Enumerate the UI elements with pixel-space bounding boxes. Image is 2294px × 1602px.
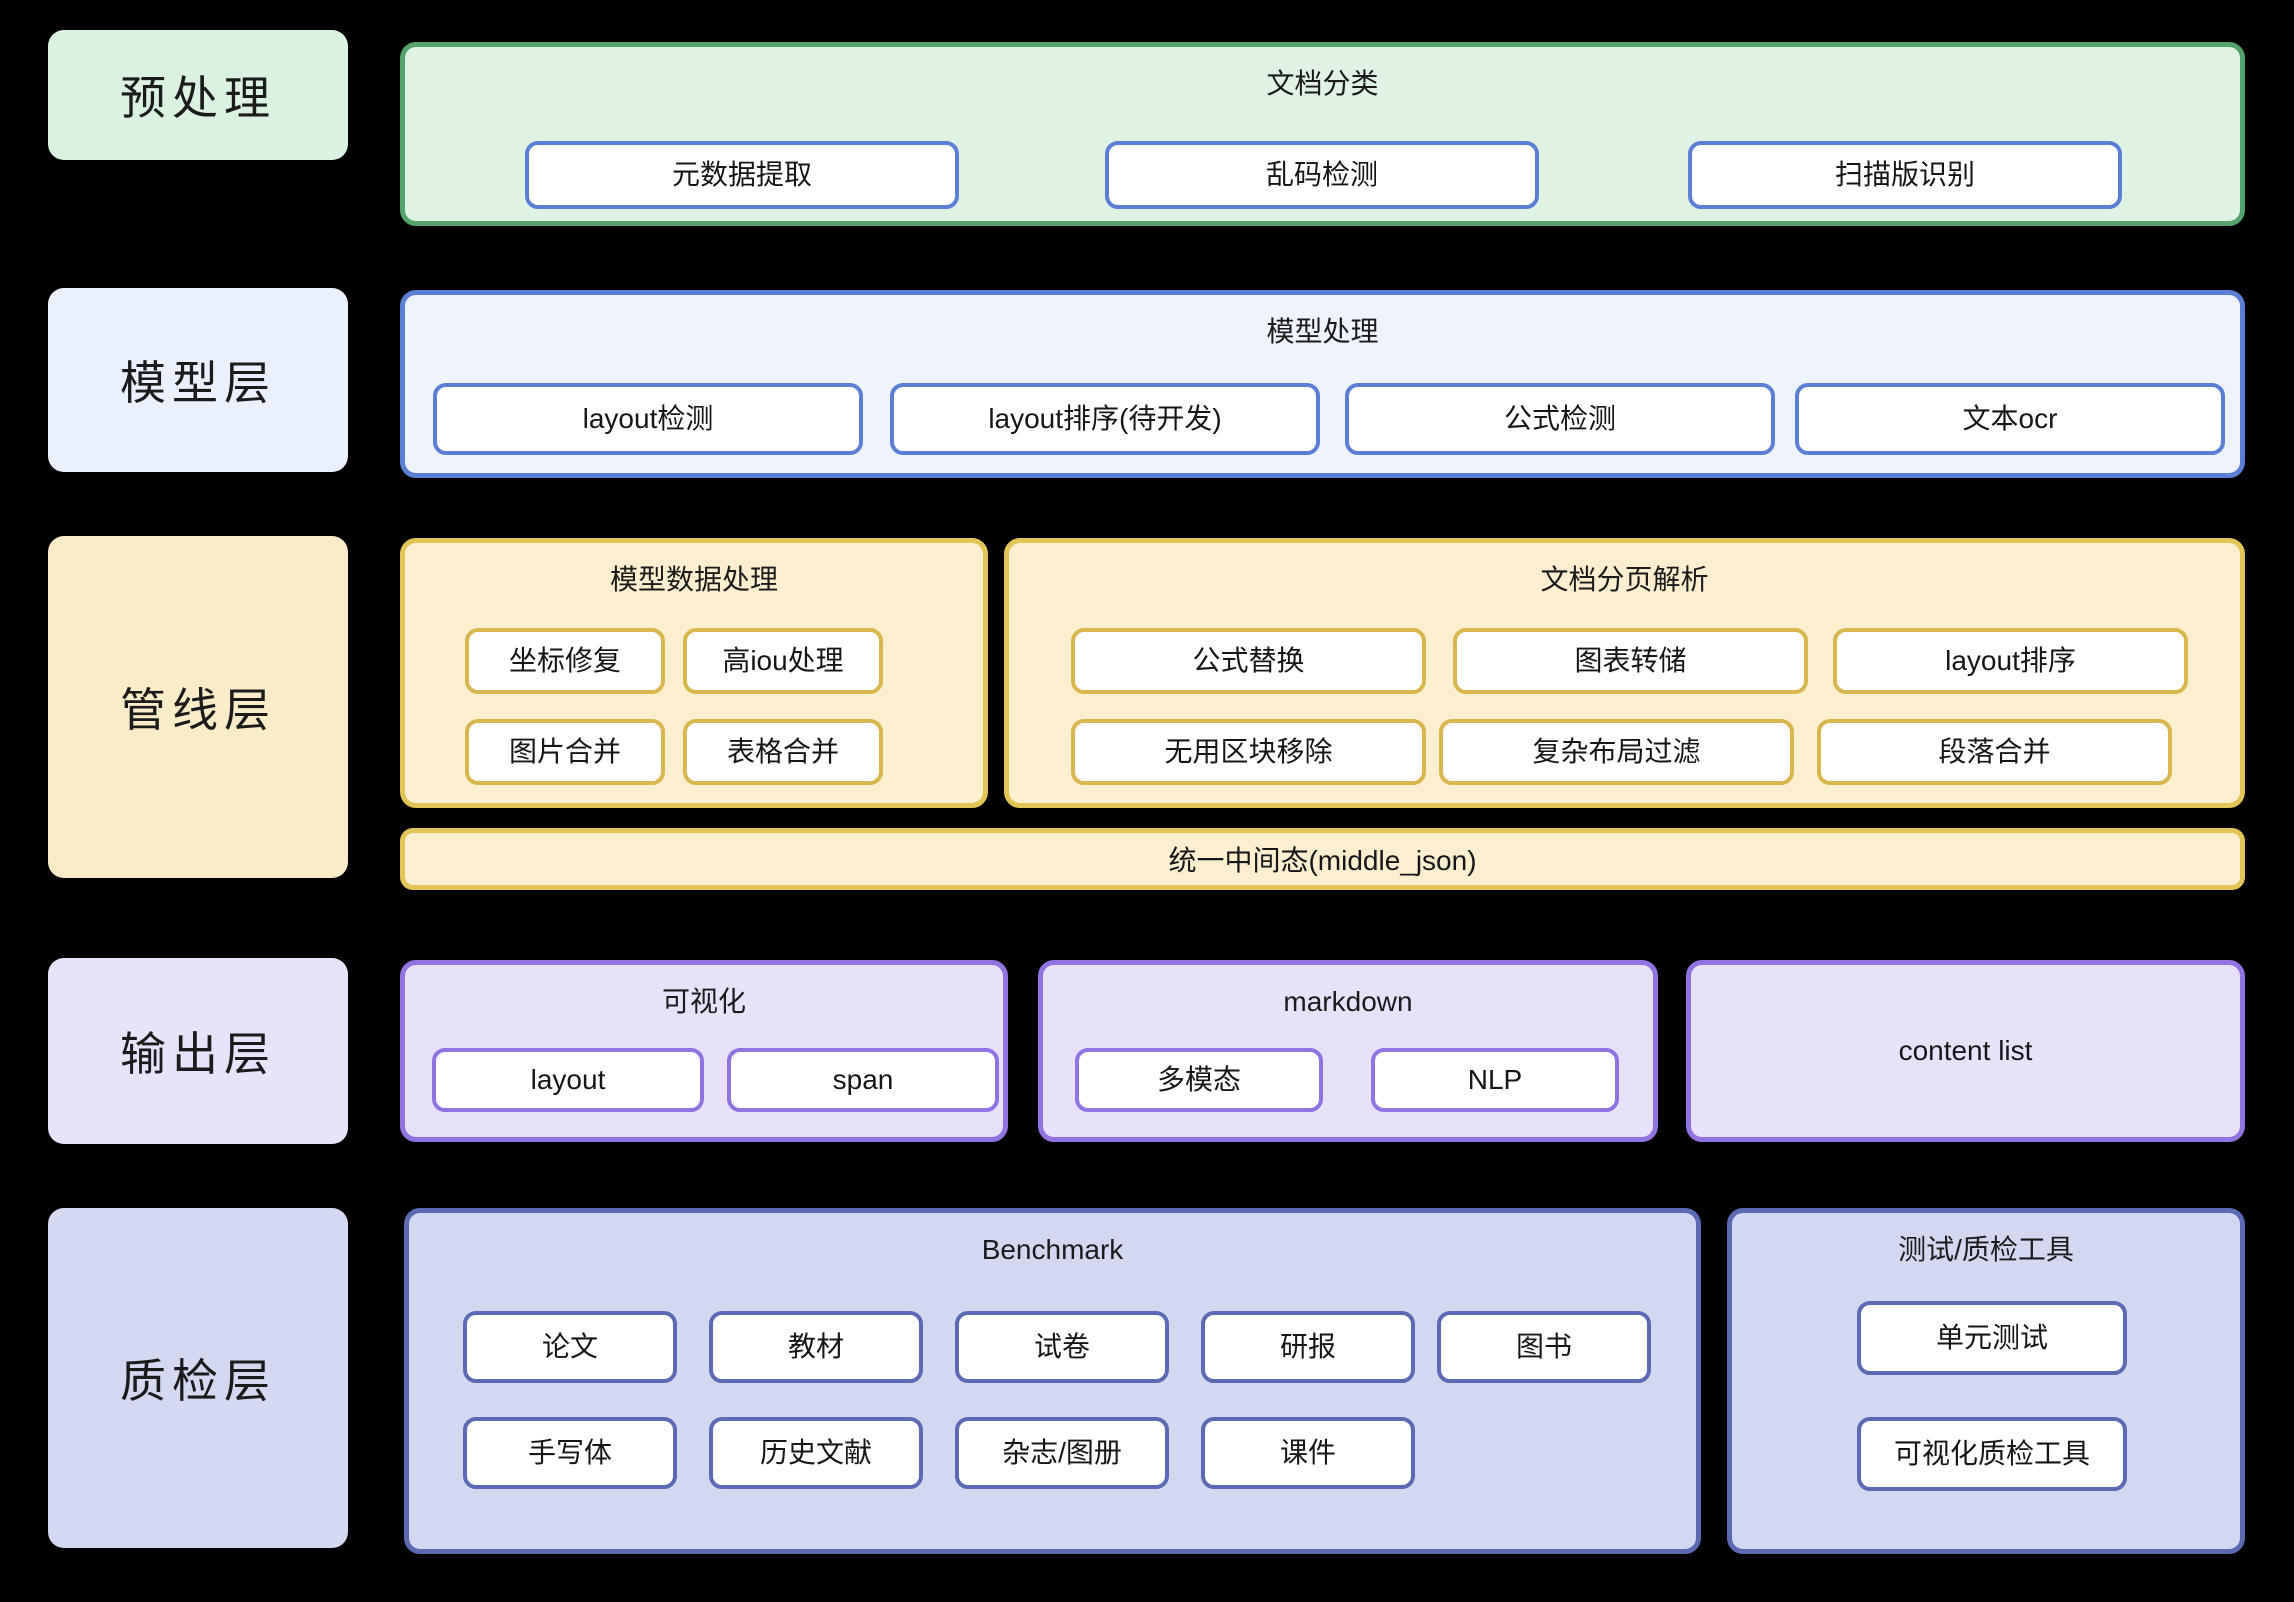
- group-visualization: 可视化 layout span: [400, 960, 1008, 1142]
- node-historical-document[interactable]: 历史文献: [709, 1417, 923, 1489]
- node-scanned-recognition[interactable]: 扫描版识别: [1688, 141, 2122, 209]
- node-layout-view[interactable]: layout: [432, 1048, 704, 1112]
- group-test-qa-tools: 测试/质检工具 单元测试 可视化质检工具: [1727, 1208, 2245, 1554]
- group-title: 文档分类: [1266, 68, 1379, 99]
- node-layout-detection[interactable]: layout检测: [433, 383, 863, 455]
- node-high-iou-processing[interactable]: 高iou处理: [683, 628, 883, 694]
- layer-label-output: 输出层: [48, 958, 348, 1144]
- node-chart-storage[interactable]: 图表转储: [1453, 628, 1808, 694]
- node-unit-test[interactable]: 单元测试: [1857, 1301, 2127, 1375]
- node-paragraph-merge[interactable]: 段落合并: [1817, 719, 2172, 785]
- node-nlp[interactable]: NLP: [1371, 1048, 1619, 1112]
- group-title: Benchmark: [981, 1234, 1124, 1265]
- node-exam[interactable]: 试卷: [955, 1311, 1169, 1383]
- node-courseware[interactable]: 课件: [1201, 1417, 1415, 1489]
- layer-label-model: 模型层: [48, 288, 348, 472]
- layer-label-preprocess: 预处理: [48, 30, 348, 160]
- node-span-view[interactable]: span: [727, 1048, 999, 1112]
- group-title: markdown: [1283, 986, 1413, 1017]
- group-title: 文档分页解析: [1540, 564, 1709, 595]
- node-table-merge[interactable]: 表格合并: [683, 719, 883, 785]
- node-textbook[interactable]: 教材: [709, 1311, 923, 1383]
- group-title: 模型处理: [1266, 316, 1379, 347]
- group-markdown: markdown 多模态 NLP: [1038, 960, 1658, 1142]
- node-research-report[interactable]: 研报: [1201, 1311, 1415, 1383]
- node-coordinate-repair[interactable]: 坐标修复: [465, 628, 665, 694]
- node-layout-ordering[interactable]: layout排序: [1833, 628, 2188, 694]
- group-title: 测试/质检工具: [1898, 1234, 2074, 1265]
- group-title: content list: [1898, 1035, 2033, 1066]
- group-document-classification: 文档分类 元数据提取 乱码检测 扫描版识别: [400, 42, 2245, 226]
- node-magazine-album[interactable]: 杂志/图册: [955, 1417, 1169, 1489]
- node-book[interactable]: 图书: [1437, 1311, 1651, 1383]
- node-formula-replacement[interactable]: 公式替换: [1071, 628, 1426, 694]
- node-handwriting[interactable]: 手写体: [463, 1417, 677, 1489]
- group-title: 模型数据处理: [609, 564, 778, 595]
- group-model-data-processing: 模型数据处理 坐标修复 高iou处理 图片合并 表格合并: [400, 538, 988, 808]
- layer-label-pipeline: 管线层: [48, 536, 348, 878]
- bar-middle-json[interactable]: 统一中间态(middle_json): [400, 828, 2245, 890]
- node-image-merge[interactable]: 图片合并: [465, 719, 665, 785]
- node-visual-qa-tool[interactable]: 可视化质检工具: [1857, 1417, 2127, 1491]
- group-content-list[interactable]: content list: [1686, 960, 2245, 1142]
- node-layout-ordering-todo[interactable]: layout排序(待开发): [890, 383, 1320, 455]
- node-complex-layout-filter[interactable]: 复杂布局过滤: [1439, 719, 1794, 785]
- group-title: 可视化: [661, 986, 746, 1017]
- group-model-processing: 模型处理 layout检测 layout排序(待开发) 公式检测 文本ocr: [400, 290, 2245, 478]
- node-formula-detection[interactable]: 公式检测: [1345, 383, 1775, 455]
- group-benchmark: Benchmark 论文 教材 试卷 研报 图书 手写体 历史文献 杂志/图册 …: [404, 1208, 1701, 1554]
- node-paper[interactable]: 论文: [463, 1311, 677, 1383]
- node-multimodal[interactable]: 多模态: [1075, 1048, 1323, 1112]
- node-useless-block-removal[interactable]: 无用区块移除: [1071, 719, 1426, 785]
- layer-label-qa: 质检层: [48, 1208, 348, 1548]
- node-garbled-detection[interactable]: 乱码检测: [1105, 141, 1539, 209]
- node-text-ocr[interactable]: 文本ocr: [1795, 383, 2225, 455]
- group-document-page-parsing: 文档分页解析 公式替换 图表转储 layout排序 无用区块移除 复杂布局过滤 …: [1004, 538, 2245, 808]
- node-metadata-extraction[interactable]: 元数据提取: [525, 141, 959, 209]
